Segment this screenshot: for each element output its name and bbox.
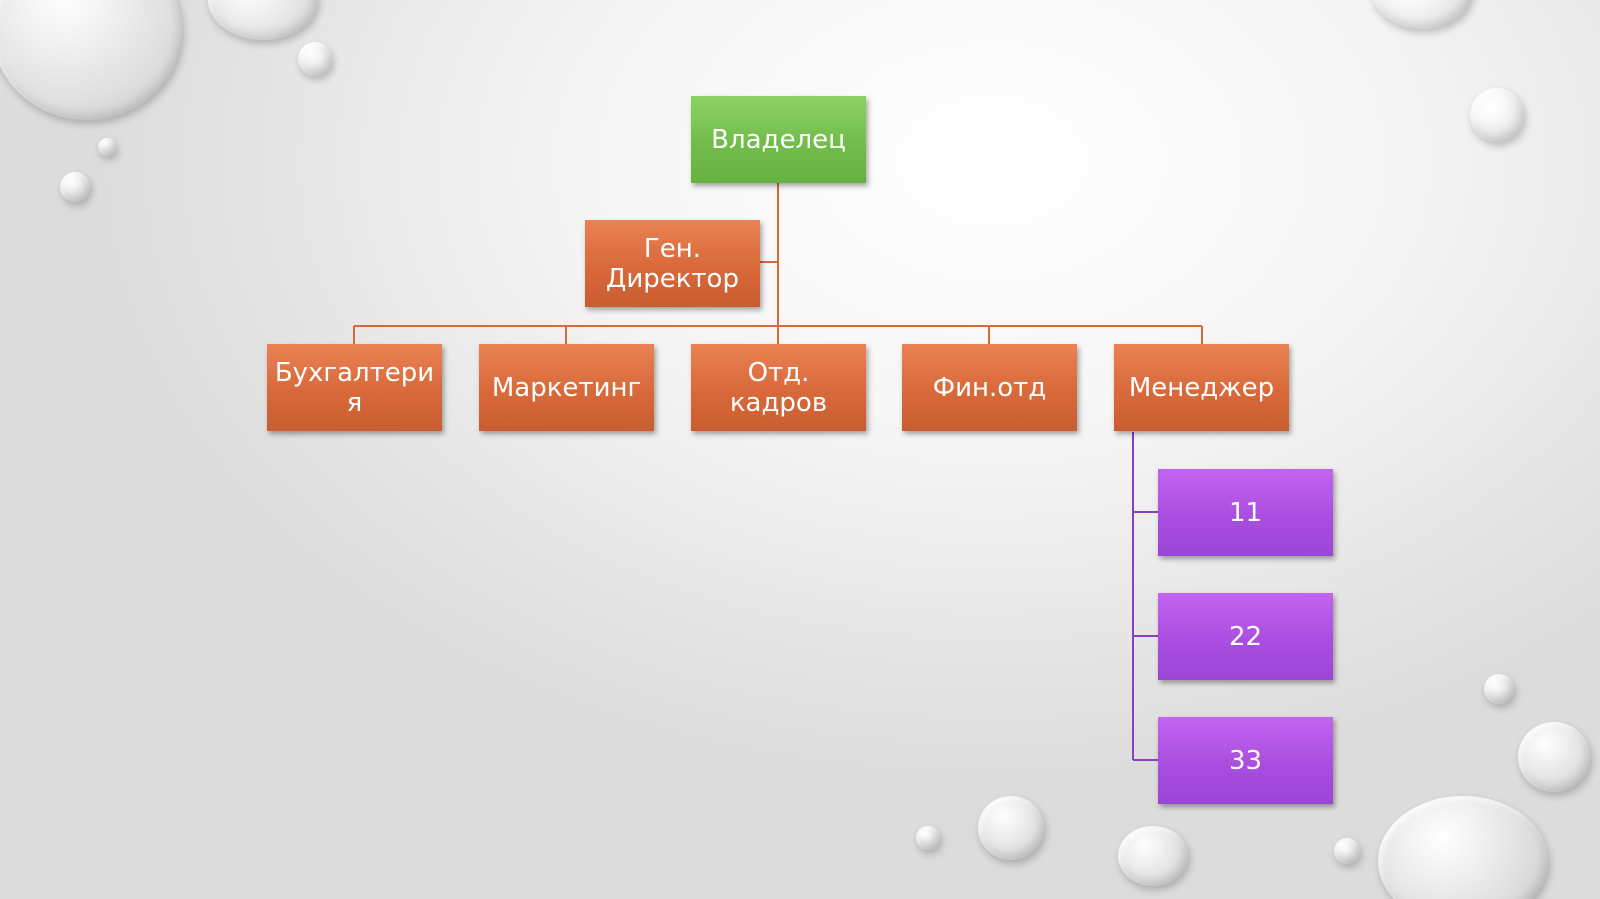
- node-accounting: Бухгалтери я: [267, 344, 442, 431]
- node-report-22-label: 22: [1228, 621, 1263, 652]
- water-drop: [1378, 796, 1548, 899]
- water-drop: [60, 172, 90, 202]
- water-drop: [298, 42, 332, 76]
- node-marketing-label: Маркетинг: [491, 372, 642, 403]
- node-general-director: Ген. Директор: [585, 220, 760, 307]
- node-owner-label: Владелец: [711, 124, 846, 155]
- node-hr-department-label: Отд. кадров: [729, 357, 828, 418]
- node-manager-label: Менеджер: [1128, 372, 1275, 403]
- water-drop: [978, 796, 1044, 860]
- node-manager: Менеджер: [1114, 344, 1289, 431]
- water-drop: [916, 826, 940, 850]
- water-drop: [1484, 674, 1514, 704]
- water-drop: [1470, 88, 1524, 142]
- node-report-11: 11: [1158, 469, 1333, 556]
- node-report-11-label: 11: [1228, 497, 1263, 528]
- water-drop: [98, 138, 116, 156]
- node-accounting-label: Бухгалтери я: [274, 357, 435, 418]
- node-report-22: 22: [1158, 593, 1333, 680]
- node-owner: Владелец: [691, 96, 866, 183]
- node-general-director-label: Ген. Директор: [606, 233, 739, 294]
- node-report-33: 33: [1158, 717, 1333, 804]
- water-drop: [1118, 826, 1188, 886]
- node-hr-department: Отд. кадров: [691, 344, 866, 431]
- node-report-33-label: 33: [1228, 745, 1263, 776]
- water-drop: [1518, 722, 1590, 792]
- node-marketing: Маркетинг: [479, 344, 654, 431]
- node-finance-department: Фин.отд: [902, 344, 1077, 431]
- node-finance-department-label: Фин.отд: [932, 372, 1047, 403]
- water-drop: [1334, 838, 1360, 864]
